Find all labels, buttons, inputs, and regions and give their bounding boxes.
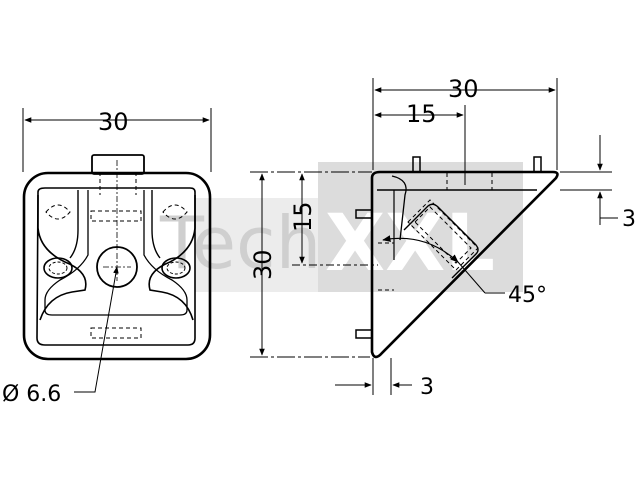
angle-label: 45° (508, 283, 547, 308)
bottom-offset-label: 3 (420, 375, 434, 400)
front-width-label: 30 (98, 108, 129, 136)
front-view (22, 108, 212, 393)
side-width-label: 30 (448, 75, 479, 103)
angle-arc (382, 235, 459, 263)
hole-diameter-label: Ø 6.6 (2, 382, 61, 407)
right-offset-label: 3 (622, 207, 636, 232)
watermark-text-left: Tech (159, 201, 321, 285)
side-view (250, 78, 618, 395)
hole-leader-line (74, 266, 119, 393)
side-half-width-label: 15 (406, 100, 437, 128)
side-half-height-label: 15 (289, 201, 317, 232)
side-outer-profile (370, 170, 559, 359)
side-height-label: 30 (249, 249, 277, 280)
watermark: Tech XXL (159, 162, 523, 292)
